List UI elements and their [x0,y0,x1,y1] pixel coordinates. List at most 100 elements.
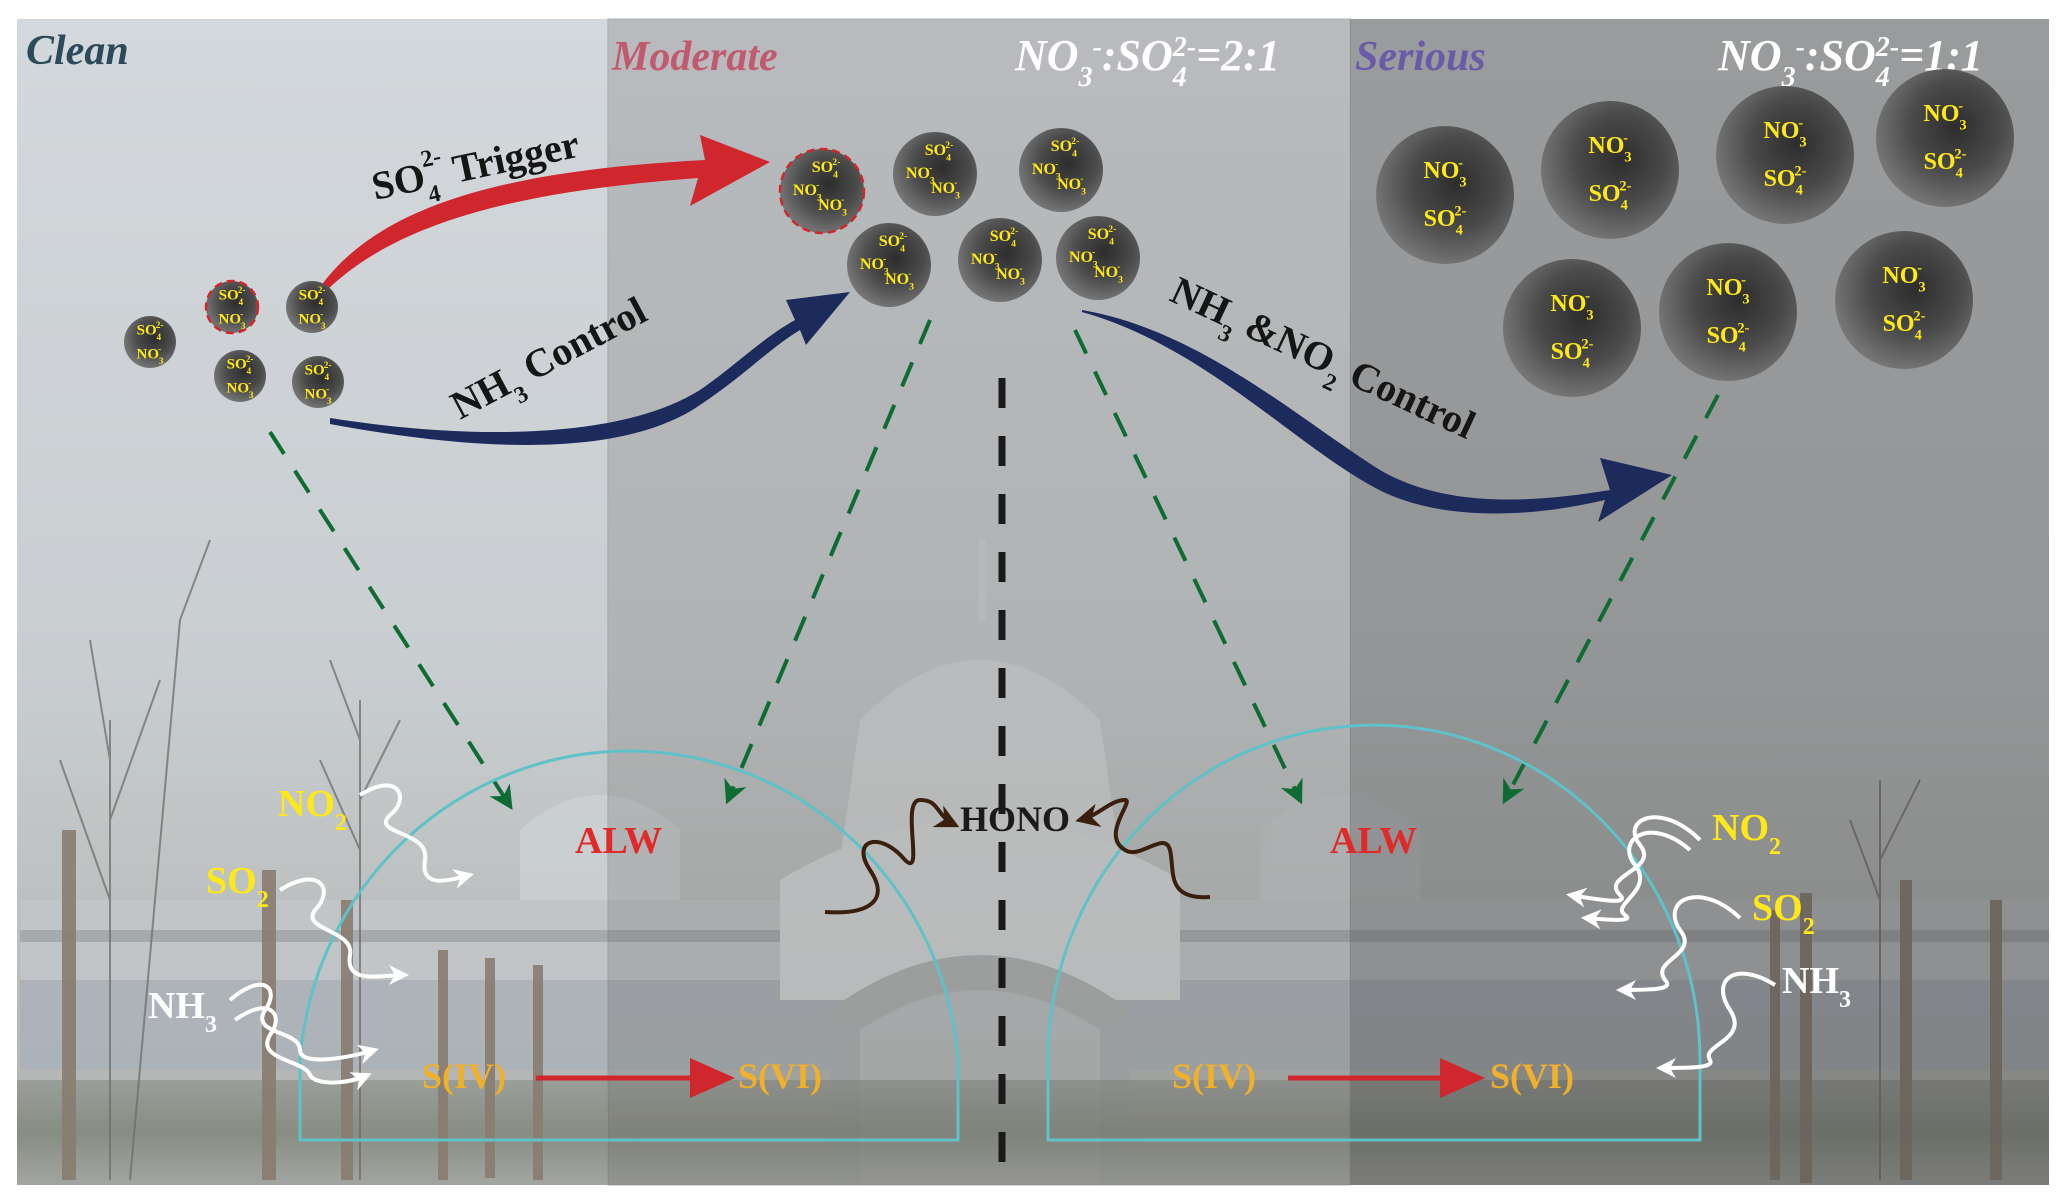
hono-wavy-arrow-right [1075,797,1211,900]
deposition-arrow-moderate-left [724,319,932,805]
ion-label-no3: NO3- [227,378,255,400]
gas-label-so2-left: SO2 [206,860,269,913]
particle-body [204,279,260,335]
wavy-arrow-no2-b-right [1581,830,1692,930]
ion-label-no3: NO3- [885,269,914,293]
ion-label-no3: NO3- [1923,98,1966,133]
ion-label-so4: SO42- [1707,320,1750,355]
gas-label-nh3-left: NH3 [148,985,217,1038]
gas-inputs-right: NO2 SO2 NH3 [1566,807,1851,1078]
particle-moderate: SO42-NO3-NO3- [958,218,1042,302]
wavy-arrow-nh3-right [1656,971,1777,1078]
ion-label-no3: NO3- [1550,288,1593,323]
ion-label-so4: SO42- [1051,136,1080,160]
particle-body [778,147,866,235]
nh3-no2-control-arrow [1082,310,1672,522]
particle-serious: NO3- SO42- [1376,126,1514,264]
sulfur-iv-right: S(IV) [1172,1056,1256,1096]
particle-body [847,223,931,307]
stage-title-serious: Serious [1355,34,1486,80]
ion-label-no3: NO3- [818,195,847,219]
particle-body [292,356,344,408]
ion-label-so4: SO42- [1589,178,1632,213]
particle-group-clean: SO42-NO3-SO42-NO3-SO42-NO3-SO42-NO3-SO42… [124,279,344,408]
nh3-control-arrow [330,292,850,445]
particle-clean: SO42-NO3- [204,279,260,335]
hono-group: HONO [824,797,1211,915]
particle-body [1716,86,1854,224]
dome-right: ALW S(IV) S(VI) [1046,723,1702,1142]
ion-label-no3: NO3- [1763,115,1806,150]
particle-body [1019,128,1103,212]
ion-label-so4: SO42- [1424,203,1467,238]
dome-left: ALW S(IV) S(VI) [298,749,960,1142]
wavy-arrow-so2-right [1616,895,1742,1000]
ion-label-so4: SO42- [925,140,954,164]
ion-label-no3: NO3- [971,249,1000,273]
particle-body [214,350,266,402]
ion-label-no3: NO3- [219,309,247,331]
ion-label-so4: SO42- [219,285,246,307]
stage-title-clean: Clean [26,28,129,74]
particle-moderate: SO42-NO3-NO3- [778,147,866,235]
ion-label-so4: SO42- [137,320,164,342]
ion-label-no3: NO3- [860,254,889,278]
ion-label-so4: SO42- [305,360,332,382]
gas-label-nh3-right: NH3 [1782,960,1851,1013]
ion-label-so4: SO42- [1764,163,1807,198]
gas-inputs-left: NO2 SO2 NH3 [148,783,474,1091]
alw-label-left: ALW [575,820,662,862]
ion-label-no3: NO3- [931,178,960,202]
particle-body [1659,243,1797,381]
particle-body [1056,216,1140,300]
ion-label-so4: SO42- [990,226,1019,250]
oxidation-arrowhead-left [690,1058,735,1098]
ion-label-no3: NO3- [996,264,1025,288]
particle-body [124,316,176,368]
particle-serious: NO3- SO42- [1659,243,1797,381]
ion-label-no3: NO3- [1094,262,1123,286]
ion-label-no3: NO3- [1882,260,1925,295]
ion-label-no3: NO3- [1057,174,1086,198]
particle-serious: NO3- SO42- [1835,231,1973,369]
particle-serious: NO3- SO42- [1716,86,1854,224]
hono-label: HONO [960,799,1070,839]
particle-moderate: SO42-NO3-NO3- [893,132,977,216]
particle-group-moderate: SO42-NO3-NO3-SO42-NO3-NO3-SO42-NO3-NO3-S… [778,128,1140,307]
particle-moderate: SO42-NO3-NO3- [847,223,931,307]
ion-label-no3: NO3- [137,344,165,366]
ion-label-so4: SO42- [812,157,841,181]
particle-clean: SO42-NO3- [286,281,338,333]
particle-moderate: SO42-NO3-NO3- [1056,216,1140,300]
deposition-arrow-moderate-right [1073,329,1303,805]
particle-clean: SO42-NO3- [214,350,266,402]
ion-label-so4: SO42- [1088,224,1117,248]
deposition-arrows [268,319,1720,811]
sulfur-vi-left: S(VI) [738,1056,822,1096]
ion-label-no3: NO3- [305,384,333,406]
ratio-label-moderate: NO3-:SO42-=2:1 [1014,31,1280,93]
wavy-arrow-no2-left [358,783,474,889]
particle-group-serious: NO3-SO42-NO3-SO42-NO3-SO42-NO3-SO42-NO3-… [1376,69,2014,397]
deposition-arrow-serious [1502,394,1720,805]
ion-label-no3: NO3- [1588,130,1631,165]
ion-label-so4: SO42- [1883,308,1926,343]
ion-label-so4: SO42- [227,354,254,376]
ion-label-no3: NO3- [1706,272,1749,307]
gas-label-no2-left: NO2 [278,783,347,836]
gas-label-so2-right: SO2 [1752,887,1815,940]
ion-label-so4: SO42- [879,231,908,255]
ion-label-so4: SO42- [1551,336,1594,371]
hono-wavy-arrow-left [824,797,960,915]
ion-label-no3: NO3- [793,180,822,204]
particle-body [1376,126,1514,264]
particle-clean: SO42-NO3- [292,356,344,408]
oxidation-arrowhead-right [1440,1058,1485,1098]
ion-label-so4: SO42- [1924,146,1967,181]
particle-moderate: SO42-NO3-NO3- [1019,128,1103,212]
ion-label-no3: NO3- [1423,155,1466,190]
wavy-arrow-nh3-a-left [228,982,379,1065]
particle-body [958,218,1042,302]
ion-label-so4: SO42- [299,285,326,307]
